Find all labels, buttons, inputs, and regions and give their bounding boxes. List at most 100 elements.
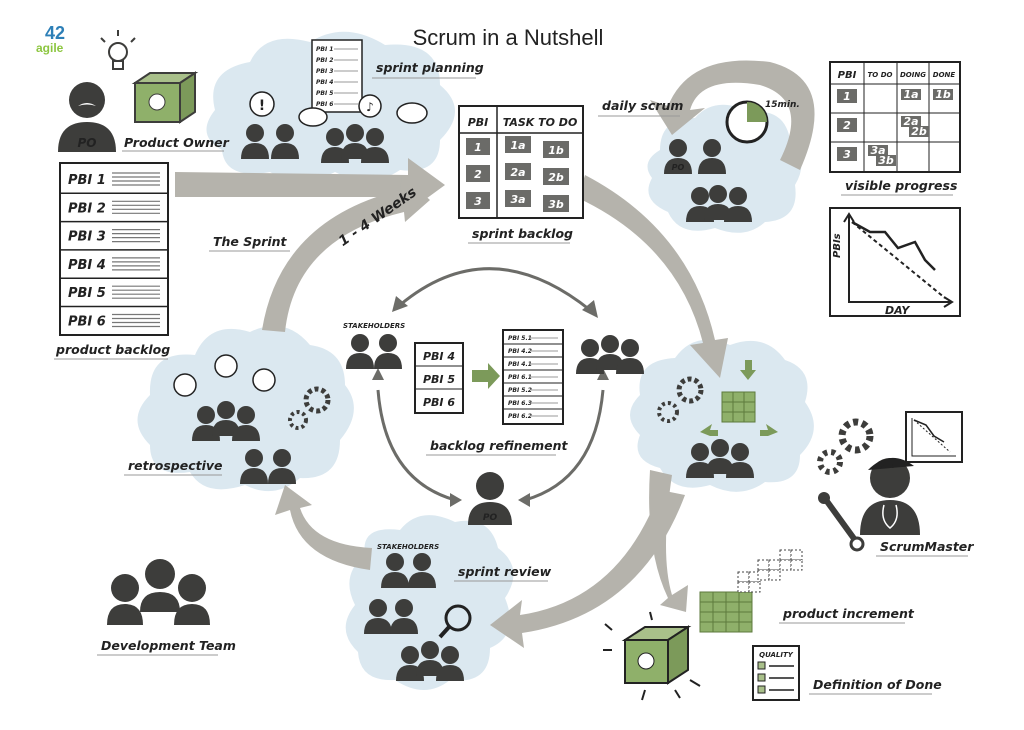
increment-cube — [732, 411, 745, 423]
thought-cloud-icon — [298, 107, 328, 127]
the-sprint-label: The Sprint — [213, 234, 288, 249]
increment-cube — [699, 621, 714, 633]
refinement-output-item: PBI 6.3 — [508, 400, 532, 407]
development-team-figure — [107, 559, 210, 625]
gear-icon — [838, 418, 874, 454]
future-increment-cube — [790, 559, 803, 571]
pbi-card — [837, 89, 857, 103]
task-card-label: 1b — [548, 144, 564, 157]
increment-build — [657, 360, 778, 478]
future-increment-cube — [757, 559, 770, 571]
sprint-backlog-label: sprint backlog — [472, 226, 573, 241]
product-owner-label: Product Owner — [124, 135, 230, 150]
pbi-card-label: 2 — [474, 168, 482, 181]
svg-text:TASK TO DO: TASK TO DO — [503, 116, 578, 129]
speech-bubble-icon — [249, 91, 275, 117]
refinement-arrow-icon — [472, 363, 500, 389]
task-card-label: 2b — [548, 171, 564, 184]
task-card-label: 2a — [510, 166, 525, 179]
svg-text:!: ! — [259, 98, 265, 114]
page-title: Scrum in a Nutshell — [413, 25, 604, 50]
task-card-label: 2a — [903, 115, 918, 128]
future-increment-cube — [748, 581, 761, 593]
retrospective-team — [173, 354, 331, 484]
planning-list-item: PBI 4 — [316, 79, 333, 86]
refinement-output-item: PBI 6.1 — [508, 374, 532, 381]
scrum-master-label: ScrumMaster — [880, 539, 974, 554]
task-card — [868, 145, 888, 156]
increment-cube — [725, 591, 740, 603]
stakeholders-label-refinement: STAKEHOLDERS — [343, 322, 405, 330]
refinement-arrowheads — [372, 296, 609, 507]
increment-cube — [721, 411, 734, 423]
svg-text:QUALITY: QUALITY — [759, 651, 794, 659]
burndown-chart: PBIs DAY — [829, 207, 961, 317]
task-card — [543, 141, 569, 158]
refinement-output-item: PBI 5.2 — [508, 387, 532, 394]
quality-checklist: QUALITY — [752, 645, 800, 701]
planning-team: ! ♪ — [241, 91, 428, 163]
task-card-label: 3b — [548, 198, 564, 211]
burndown-x-label: DAY — [885, 304, 910, 317]
sprint-review-label: sprint review — [458, 564, 552, 579]
increment-cube — [738, 611, 753, 623]
definition-of-done-label: Definition of Done — [813, 677, 942, 692]
refinement-output-item: PBI 4.1 — [508, 361, 532, 368]
pbi-card — [466, 165, 490, 182]
svg-text:DONE: DONE — [933, 71, 956, 79]
increment-cube — [743, 411, 756, 423]
increment-cube — [738, 601, 753, 613]
pbi-card-label: 3 — [474, 195, 482, 208]
task-card — [543, 168, 569, 185]
future-increment-cube — [779, 549, 792, 561]
task-card — [876, 155, 896, 166]
increment-cube — [738, 621, 753, 633]
increment-cube — [743, 401, 756, 413]
increment-cube — [725, 601, 740, 613]
refinement-cycle — [376, 267, 605, 502]
svg-text:42: 42 — [45, 23, 65, 43]
product-backlog-item: PBI 3 — [68, 230, 106, 245]
42agile-logo: 42 agile — [36, 23, 65, 55]
refinement-output-item: PBI 6.2 — [508, 413, 532, 420]
increment-cube — [725, 621, 740, 633]
stakeholders-refinement — [346, 334, 402, 369]
refinement-input-item: PBI 6 — [423, 396, 455, 409]
scrum-master-figure: SM — [817, 411, 963, 552]
task-card-label: 1a — [903, 88, 918, 101]
thought-cloud-icon — [396, 102, 428, 124]
product-backlog-item: PBI 1 — [68, 173, 106, 188]
refinement-output-item: PBI 5.1 — [508, 335, 532, 342]
task-card — [505, 190, 531, 207]
lightbulb-icon — [100, 30, 136, 70]
increment-cube — [712, 601, 727, 613]
product-box-icon — [131, 71, 199, 124]
pbi-card — [466, 192, 490, 209]
increment-cube — [699, 611, 714, 623]
future-increment-cube — [737, 581, 750, 593]
increment-cube — [712, 611, 727, 623]
product-backlog-item: PBI 6 — [68, 315, 106, 330]
task-card — [505, 136, 531, 153]
gear-icon — [288, 410, 308, 430]
pbi-card — [837, 118, 857, 132]
svg-text:TO DO: TO DO — [868, 71, 893, 79]
planning-list-item: PBI 2 — [316, 57, 333, 64]
sprint-planning-label: sprint planning — [376, 60, 484, 75]
refinement-input-item: PBI 5 — [423, 373, 455, 386]
planning-list-item: PBI 6 — [316, 101, 333, 108]
planning-list-item: PBI 3 — [316, 68, 333, 75]
magnifier-icon — [444, 604, 472, 632]
product-increment-label: product increment — [782, 606, 915, 621]
future-increment-cube — [790, 549, 803, 561]
arrow-down-icon — [740, 360, 756, 380]
task-card-label: 3a — [870, 144, 885, 157]
refinement-output-item: PBI 4.2 — [508, 348, 532, 355]
svg-text:PBI: PBI — [468, 116, 489, 129]
increment-cube — [721, 401, 734, 413]
future-increment-cube — [768, 559, 781, 571]
